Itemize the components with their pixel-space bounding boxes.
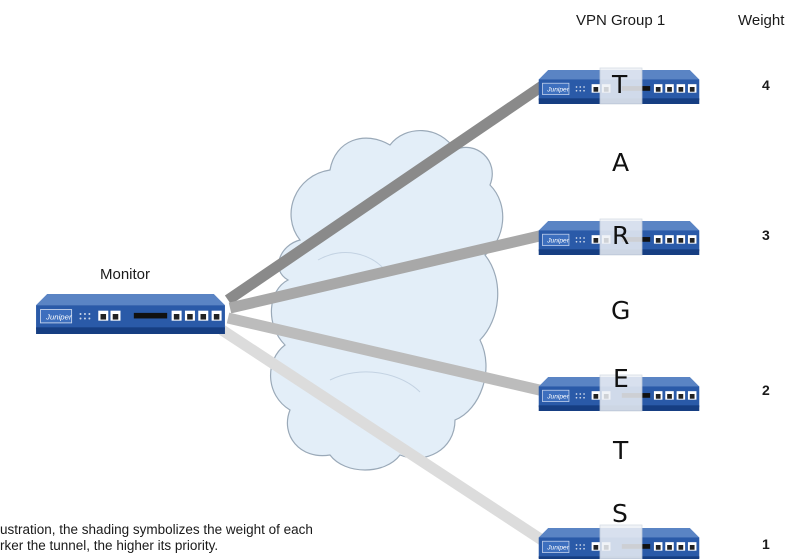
target-weight-4: 1 (762, 536, 770, 552)
internet-cloud (270, 130, 504, 471)
target-letter-4: S (612, 499, 628, 528)
target-weight-2: 3 (762, 227, 770, 243)
target-plate-1 (599, 67, 643, 105)
weight-column-label: Weight (738, 12, 785, 29)
between-letter-2: G (611, 296, 631, 325)
target-weight-1: 4 (762, 77, 770, 93)
tunnel-weight-1 (218, 325, 552, 549)
monitor-label: Monitor (100, 266, 151, 283)
monitor-device (35, 294, 226, 334)
tunnel-weight-4 (224, 77, 552, 305)
vpn-group-label: VPN Group 1 (576, 12, 666, 29)
target-plate-3 (599, 374, 643, 412)
between-letter-3: T (613, 436, 629, 465)
target-plate-4 (599, 524, 643, 559)
target-weight-3: 2 (762, 382, 770, 398)
tunnel-weight-2 (226, 312, 550, 398)
caption-line-1: ustration, the shading symbolizes the we… (0, 522, 313, 537)
target-letter-1: T (612, 70, 628, 99)
target-letter-2: R (612, 221, 630, 250)
target-plate-2 (599, 218, 643, 256)
caption-line-2: rker the tunnel, the higher its priority… (0, 538, 219, 553)
between-letter-1: A (612, 148, 630, 177)
tunnel-weight-3 (228, 228, 550, 314)
target-letter-3: E (613, 364, 629, 393)
